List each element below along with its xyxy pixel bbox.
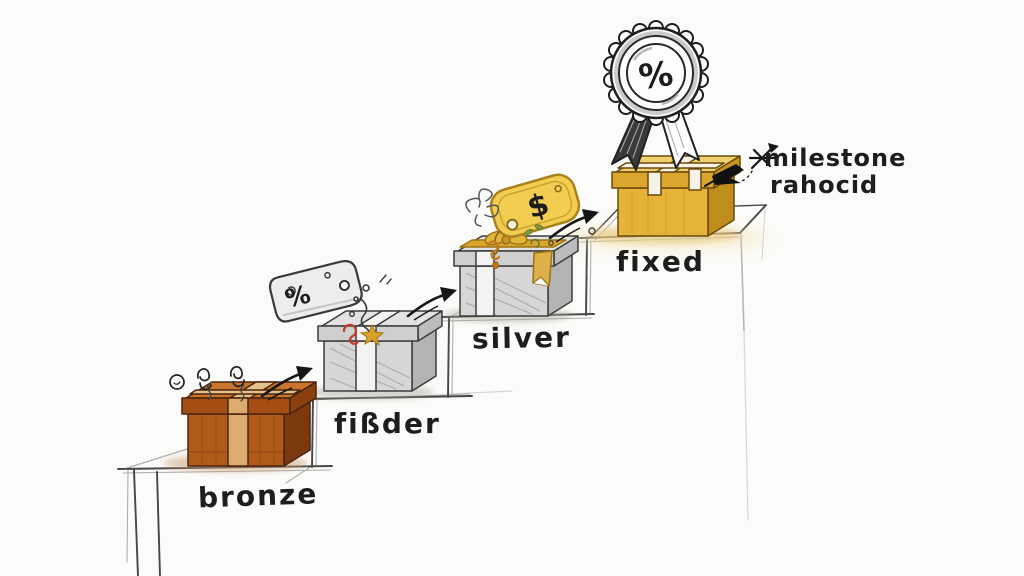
smoke-curl bbox=[206, 382, 212, 401]
silver-doodles bbox=[465, 188, 544, 248]
gold-box bbox=[611, 155, 741, 237]
gold-box-tape-tab bbox=[647, 171, 662, 196]
finder-box-sparkles bbox=[342, 311, 385, 347]
bronze-box-tape-lid bbox=[227, 397, 249, 415]
arrow-up-2-icon bbox=[406, 287, 457, 321]
orange-drop bbox=[492, 261, 499, 270]
percent-badge: % bbox=[603, 20, 709, 171]
bronze-doodles bbox=[169, 366, 245, 402]
badge-outer-ring bbox=[609, 26, 703, 120]
dollar-tag: $ bbox=[489, 173, 581, 238]
percent-tag: % bbox=[268, 260, 363, 323]
silver-box-tape-front bbox=[475, 265, 495, 317]
red-curl bbox=[342, 323, 360, 345]
gold-box-tape-tab bbox=[688, 168, 702, 191]
doodle-squiggle bbox=[196, 368, 211, 382]
arrow-up-3-icon bbox=[548, 209, 599, 243]
finder-box bbox=[317, 310, 443, 392]
scribble-flower bbox=[465, 197, 481, 213]
tier-label-silver: silver bbox=[472, 321, 571, 356]
doodle-squiggle bbox=[230, 366, 243, 380]
dollar-tag-hole bbox=[506, 218, 519, 231]
milestone-arrows bbox=[704, 143, 779, 187]
finder-box-tape-front bbox=[355, 340, 377, 392]
badge-symbol: % bbox=[636, 54, 675, 98]
badge-inner-ring bbox=[626, 43, 686, 103]
bronze-box-tape-front bbox=[227, 413, 249, 467]
silver-box bbox=[453, 230, 579, 317]
green-leaf bbox=[524, 229, 534, 235]
badge-mid-ring bbox=[618, 35, 694, 111]
tier-label-finder: fißder bbox=[334, 407, 441, 440]
orange-curl bbox=[486, 240, 501, 260]
arrow-bird-icon bbox=[712, 164, 744, 185]
gold-star bbox=[359, 323, 385, 347]
arrow-up-1-icon bbox=[260, 366, 313, 401]
percent-tag-hole bbox=[338, 279, 350, 291]
smoke-curl bbox=[240, 384, 245, 402]
annotation-line1: milestone bbox=[764, 144, 906, 172]
annotation-line2: rahocid bbox=[770, 171, 878, 199]
gold-box-tape-top-2 bbox=[617, 162, 725, 169]
green-leaf bbox=[534, 224, 544, 230]
tier-label-fixed: fixed bbox=[616, 245, 705, 278]
tier-label-bronze: bronze bbox=[197, 477, 318, 514]
bronze-box-tape-top-2 bbox=[189, 389, 301, 395]
star-arrow-icon bbox=[748, 146, 776, 170]
dollar-tag-string bbox=[486, 227, 596, 270]
percent-tag-body bbox=[268, 260, 363, 323]
doodle-circle bbox=[169, 374, 185, 390]
bronze-box bbox=[181, 381, 317, 467]
